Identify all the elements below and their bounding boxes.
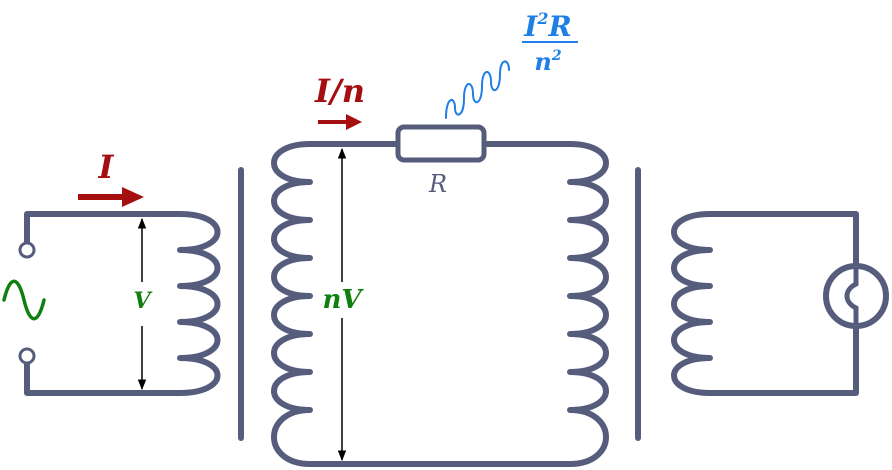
heat-num-base: I <box>523 10 538 43</box>
heat-numerator: I2R <box>523 9 572 43</box>
ac-source-icon <box>2 279 46 321</box>
primary-bottom-wire <box>24 359 183 396</box>
line-current-label: I/n <box>314 72 365 110</box>
line-resistor[interactable] <box>395 124 487 163</box>
load-top-wire <box>707 211 859 269</box>
step-up-secondary-coil <box>271 141 313 467</box>
heat-denominator: n2 <box>534 47 561 76</box>
heat-wave-icon <box>445 60 510 119</box>
heat-den-base: n <box>534 47 551 76</box>
step-down-primary-coil <box>567 141 609 467</box>
lamp-icon <box>823 263 889 329</box>
input-voltage-label: V <box>133 288 152 314</box>
heat-loss-formula: I2R n2 <box>522 9 578 76</box>
line-current-arrow <box>318 114 362 130</box>
line-voltage-label: nV <box>322 285 364 315</box>
heat-num-exp: 2 <box>536 9 548 28</box>
terminal-top[interactable] <box>18 241 36 259</box>
load-bottom-wire <box>707 323 859 396</box>
input-current-label: I <box>98 148 115 186</box>
input-current-arrow <box>78 187 144 207</box>
terminal-bottom[interactable] <box>18 347 36 365</box>
heat-den-exp: 2 <box>551 48 562 64</box>
primary-top-wire <box>24 211 183 245</box>
step-down-secondary-coil <box>671 211 713 396</box>
primary-coil <box>177 211 221 396</box>
resistor-label: R <box>428 170 447 198</box>
primary-circuit <box>24 211 221 396</box>
heat-num-rest: R <box>547 10 571 43</box>
